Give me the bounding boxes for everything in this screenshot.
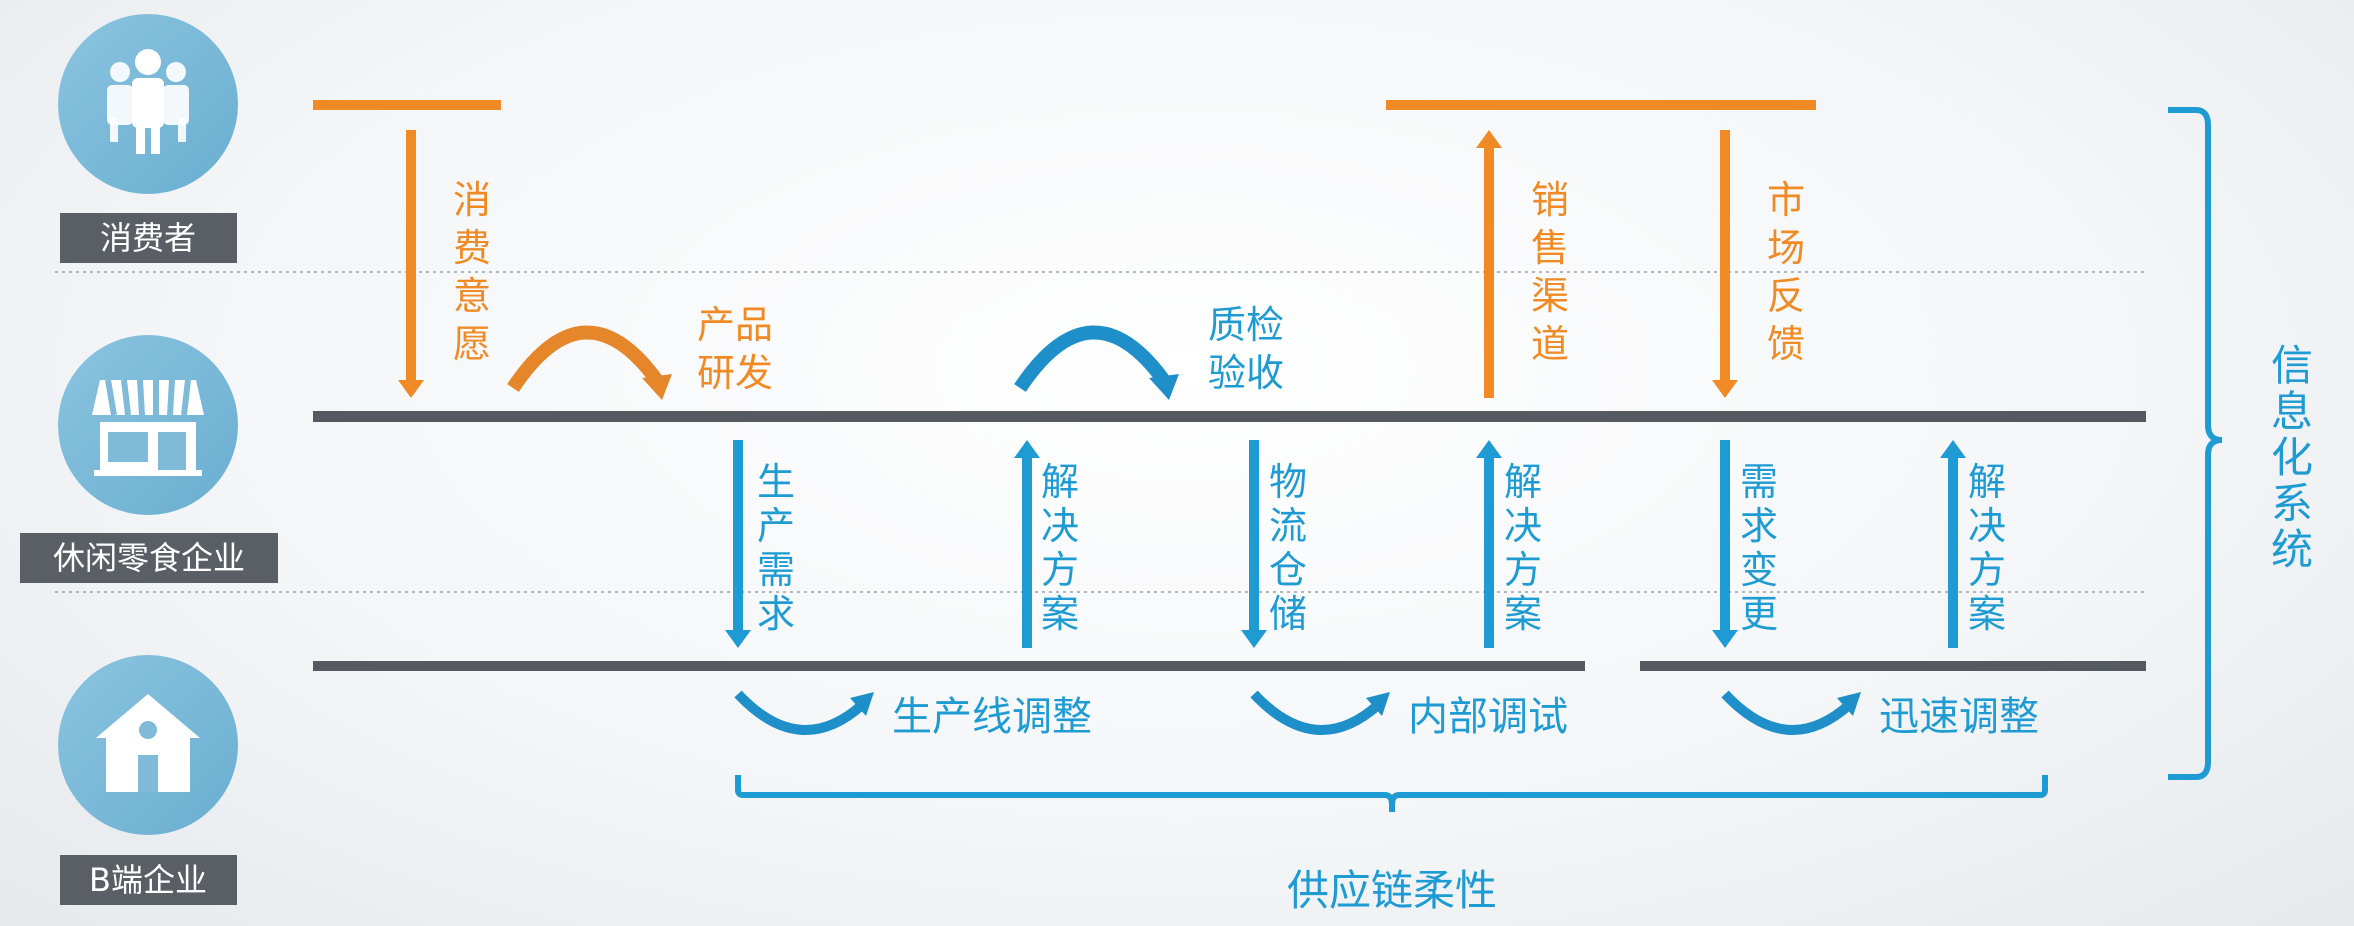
line-adjust-text: 生产线调整 (892, 694, 1092, 740)
production-demand-char: 产 (757, 504, 795, 548)
enterprise-actor: 休闲零食企业 (20, 335, 278, 583)
market-feedback-char: 馈 (1767, 322, 1805, 366)
info-system-char: 信 (2271, 341, 2313, 390)
solution-2-char: 案 (1504, 592, 1542, 636)
info-system-char: 统 (2271, 525, 2313, 574)
consumer-intent-char: 意 (453, 274, 491, 318)
production-demand-arrow (725, 440, 751, 648)
logistics-storage-char: 仓 (1269, 548, 1307, 592)
solution-3-char: 案 (1968, 592, 2006, 636)
market-feedback-text: 市场反馈 (1767, 178, 1805, 366)
solution-2-char: 解 (1504, 460, 1542, 504)
solution-2-text: 解决方案 (1504, 460, 1542, 636)
solution-2-char: 方 (1504, 548, 1542, 592)
people-icon (107, 49, 189, 154)
logistics-storage-text: 物流仓储 (1269, 460, 1307, 636)
solution-1-char: 方 (1041, 548, 1079, 592)
b-enterprise-label-bg (60, 855, 237, 905)
sales-channel-char: 渠 (1531, 274, 1569, 318)
production-demand-char: 生 (757, 460, 795, 504)
svg-text:市场反馈: 市场反馈 (1767, 178, 1805, 366)
house-icon (96, 694, 200, 792)
production-demand-text: 生产需求 (757, 460, 795, 636)
solution-3-arrow (1940, 440, 1966, 648)
internal-debug-curve-arrow (1250, 690, 1390, 735)
product-rd-text: 产品 研发 (697, 303, 773, 395)
b-bar-right (1640, 661, 2146, 671)
supply-chain-bracket (735, 775, 2048, 812)
solution-3-char: 决 (1968, 504, 2006, 548)
solution-1-char: 案 (1041, 592, 1079, 636)
quality-check-line-2: 验收 (1208, 351, 1284, 395)
quality-check-line-1: 质检 (1208, 303, 1284, 347)
market-feedback-char: 市 (1767, 178, 1805, 222)
consumer-label-bg (60, 213, 237, 263)
store-icon (92, 379, 204, 476)
demand-change-char: 需 (1740, 460, 1778, 504)
product-rd-line-2: 研发 (697, 351, 773, 395)
product-rd-curve-arrow (507, 325, 672, 400)
solution-2-char: 决 (1504, 504, 1542, 548)
solution-2-arrow (1476, 440, 1502, 648)
svg-text:销售渠道: 销售渠道 (1531, 178, 1569, 366)
consumer-intent-char: 消 (453, 178, 491, 222)
info-system-text: 信息化系统 (2271, 341, 2313, 574)
solution-3-char: 解 (1968, 460, 2006, 504)
consumer-label: 消费者 (100, 219, 196, 257)
info-system-bracket (2168, 107, 2223, 780)
quality-check-text: 质检 验收 (1208, 303, 1284, 395)
info-system-char: 系 (2271, 479, 2313, 528)
production-demand-char: 需 (757, 548, 795, 592)
logistics-storage-char: 物 (1269, 460, 1307, 504)
svg-text:消费意愿: 消费意愿 (453, 178, 491, 366)
enterprise-bar (313, 411, 2146, 422)
consumer-intent-text: 消费意愿 (453, 178, 491, 366)
b-bar-left (313, 661, 1585, 671)
quality-check-curve-arrow (1014, 325, 1179, 400)
solution-1-char: 决 (1041, 504, 1079, 548)
market-feedback-char: 反 (1767, 274, 1805, 318)
sales-channel-arrow (1476, 130, 1502, 398)
demand-change-text: 需求变更 (1740, 460, 1778, 636)
rapid-adjust-text: 迅速调整 (1879, 694, 2039, 740)
production-demand-char: 求 (757, 592, 795, 636)
rapid-adjust-curve-arrow (1721, 690, 1861, 735)
solution-3-text: 解决方案 (1968, 460, 2006, 636)
solution-1-text: 解决方案 (1041, 460, 1079, 636)
demand-change-char: 求 (1740, 504, 1778, 548)
solution-3-char: 方 (1968, 548, 2006, 592)
info-system-char: 息 (2271, 387, 2313, 436)
logistics-arrow (1241, 440, 1267, 648)
internal-debug-text: 内部调试 (1408, 694, 1568, 740)
solution-1-arrow (1014, 440, 1040, 648)
consumer-bar-right (1386, 100, 1816, 110)
market-feedback-arrow (1712, 130, 1738, 398)
consumer-intent-arrow (398, 130, 424, 398)
sales-channel-char: 售 (1531, 226, 1569, 270)
demand-change-char: 更 (1740, 592, 1778, 636)
sales-channel-char: 道 (1531, 322, 1569, 366)
demand-change-arrow (1712, 440, 1738, 648)
consumer-actor: 消费者 (58, 14, 238, 263)
b-enterprise-label: B端企业 (89, 861, 207, 899)
sales-channel-text: 销售渠道 (1531, 178, 1569, 366)
info-system-char: 化 (2271, 433, 2313, 482)
consumer-intent-char: 愿 (453, 322, 491, 366)
supply-chain-text: 供应链柔性 (1287, 866, 1497, 915)
enterprise-label-bg (20, 533, 278, 583)
solution-1-char: 解 (1041, 460, 1079, 504)
product-rd-line-1: 产品 (697, 303, 773, 347)
enterprise-label: 休闲零食企业 (53, 539, 245, 577)
consumer-bar-left (313, 100, 501, 110)
logistics-storage-char: 储 (1269, 592, 1307, 636)
demand-change-char: 变 (1740, 548, 1778, 592)
market-feedback-char: 场 (1767, 226, 1805, 270)
b-enterprise-actor: B端企业 (58, 655, 238, 905)
sales-channel-char: 销 (1531, 178, 1569, 222)
consumer-intent-char: 费 (453, 226, 491, 270)
logistics-storage-char: 流 (1269, 504, 1307, 548)
line-adjust-curve-arrow (734, 690, 874, 735)
